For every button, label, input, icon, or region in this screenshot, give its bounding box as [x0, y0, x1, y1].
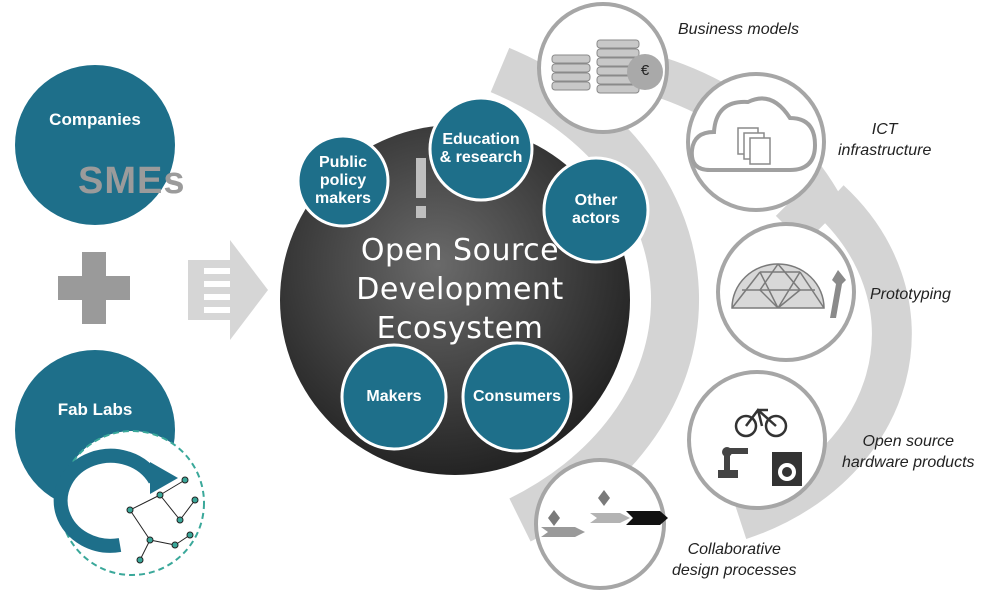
euro-symbol: €	[640, 62, 650, 79]
network-icon	[126, 476, 199, 564]
collab-design-circle	[534, 458, 666, 590]
business-models-label: Business models	[678, 21, 799, 38]
makers-label: Makers	[366, 387, 422, 405]
fablab-cycle-arrow	[53, 448, 162, 553]
makers-circle	[340, 343, 448, 451]
collab-design-label: Collaborative design processes	[672, 541, 797, 579]
education-label: Education & research	[439, 130, 523, 166]
process-step-2-icon	[590, 513, 630, 523]
fablabs-label: Fab Labs	[57, 400, 133, 420]
consumers-label: Consumers	[472, 387, 562, 405]
policy-circle	[296, 134, 390, 228]
other-actors-label: Other actors	[571, 191, 621, 227]
title-line-3: Ecosystem	[376, 311, 544, 346]
process-step-1-icon	[541, 527, 585, 537]
bicycle-icon	[734, 408, 788, 438]
exclamation-icon	[416, 158, 426, 198]
wrench-icon	[830, 270, 846, 318]
education-circle	[428, 96, 534, 202]
documents-icon	[737, 127, 771, 165]
title-line-1: Open Source	[360, 233, 560, 268]
hardware-circle	[687, 370, 827, 510]
companies-circle	[15, 65, 175, 225]
ict-label: ICT infrastructure	[838, 121, 932, 159]
euro-coin-icon	[627, 54, 663, 90]
washing-machine-icon	[772, 452, 802, 486]
fablab-cycle-arrowhead	[150, 462, 178, 494]
robot-arm-icon	[718, 447, 748, 478]
cloud-icon	[689, 96, 818, 172]
policy-makers-label: Public policy makers	[314, 153, 372, 208]
coins-icon	[551, 39, 640, 94]
smes-wordmark: SMEs	[78, 160, 186, 202]
other-actors-circle	[542, 156, 650, 264]
geodesic-dome-icon	[731, 263, 825, 309]
prototyping-label: Prototyping	[870, 286, 951, 303]
diamond-marker-2-icon	[598, 490, 610, 506]
hardware-products-label: Open source hardware products	[842, 433, 975, 471]
title-line-2: Development	[356, 272, 564, 307]
consumers-circle	[461, 341, 573, 453]
plus-horizontal	[58, 276, 130, 300]
process-step-3-icon	[626, 511, 668, 525]
right-arrow-icon	[188, 240, 268, 340]
diamond-marker-1-icon	[548, 510, 560, 526]
companies-label: Companies	[49, 110, 141, 130]
